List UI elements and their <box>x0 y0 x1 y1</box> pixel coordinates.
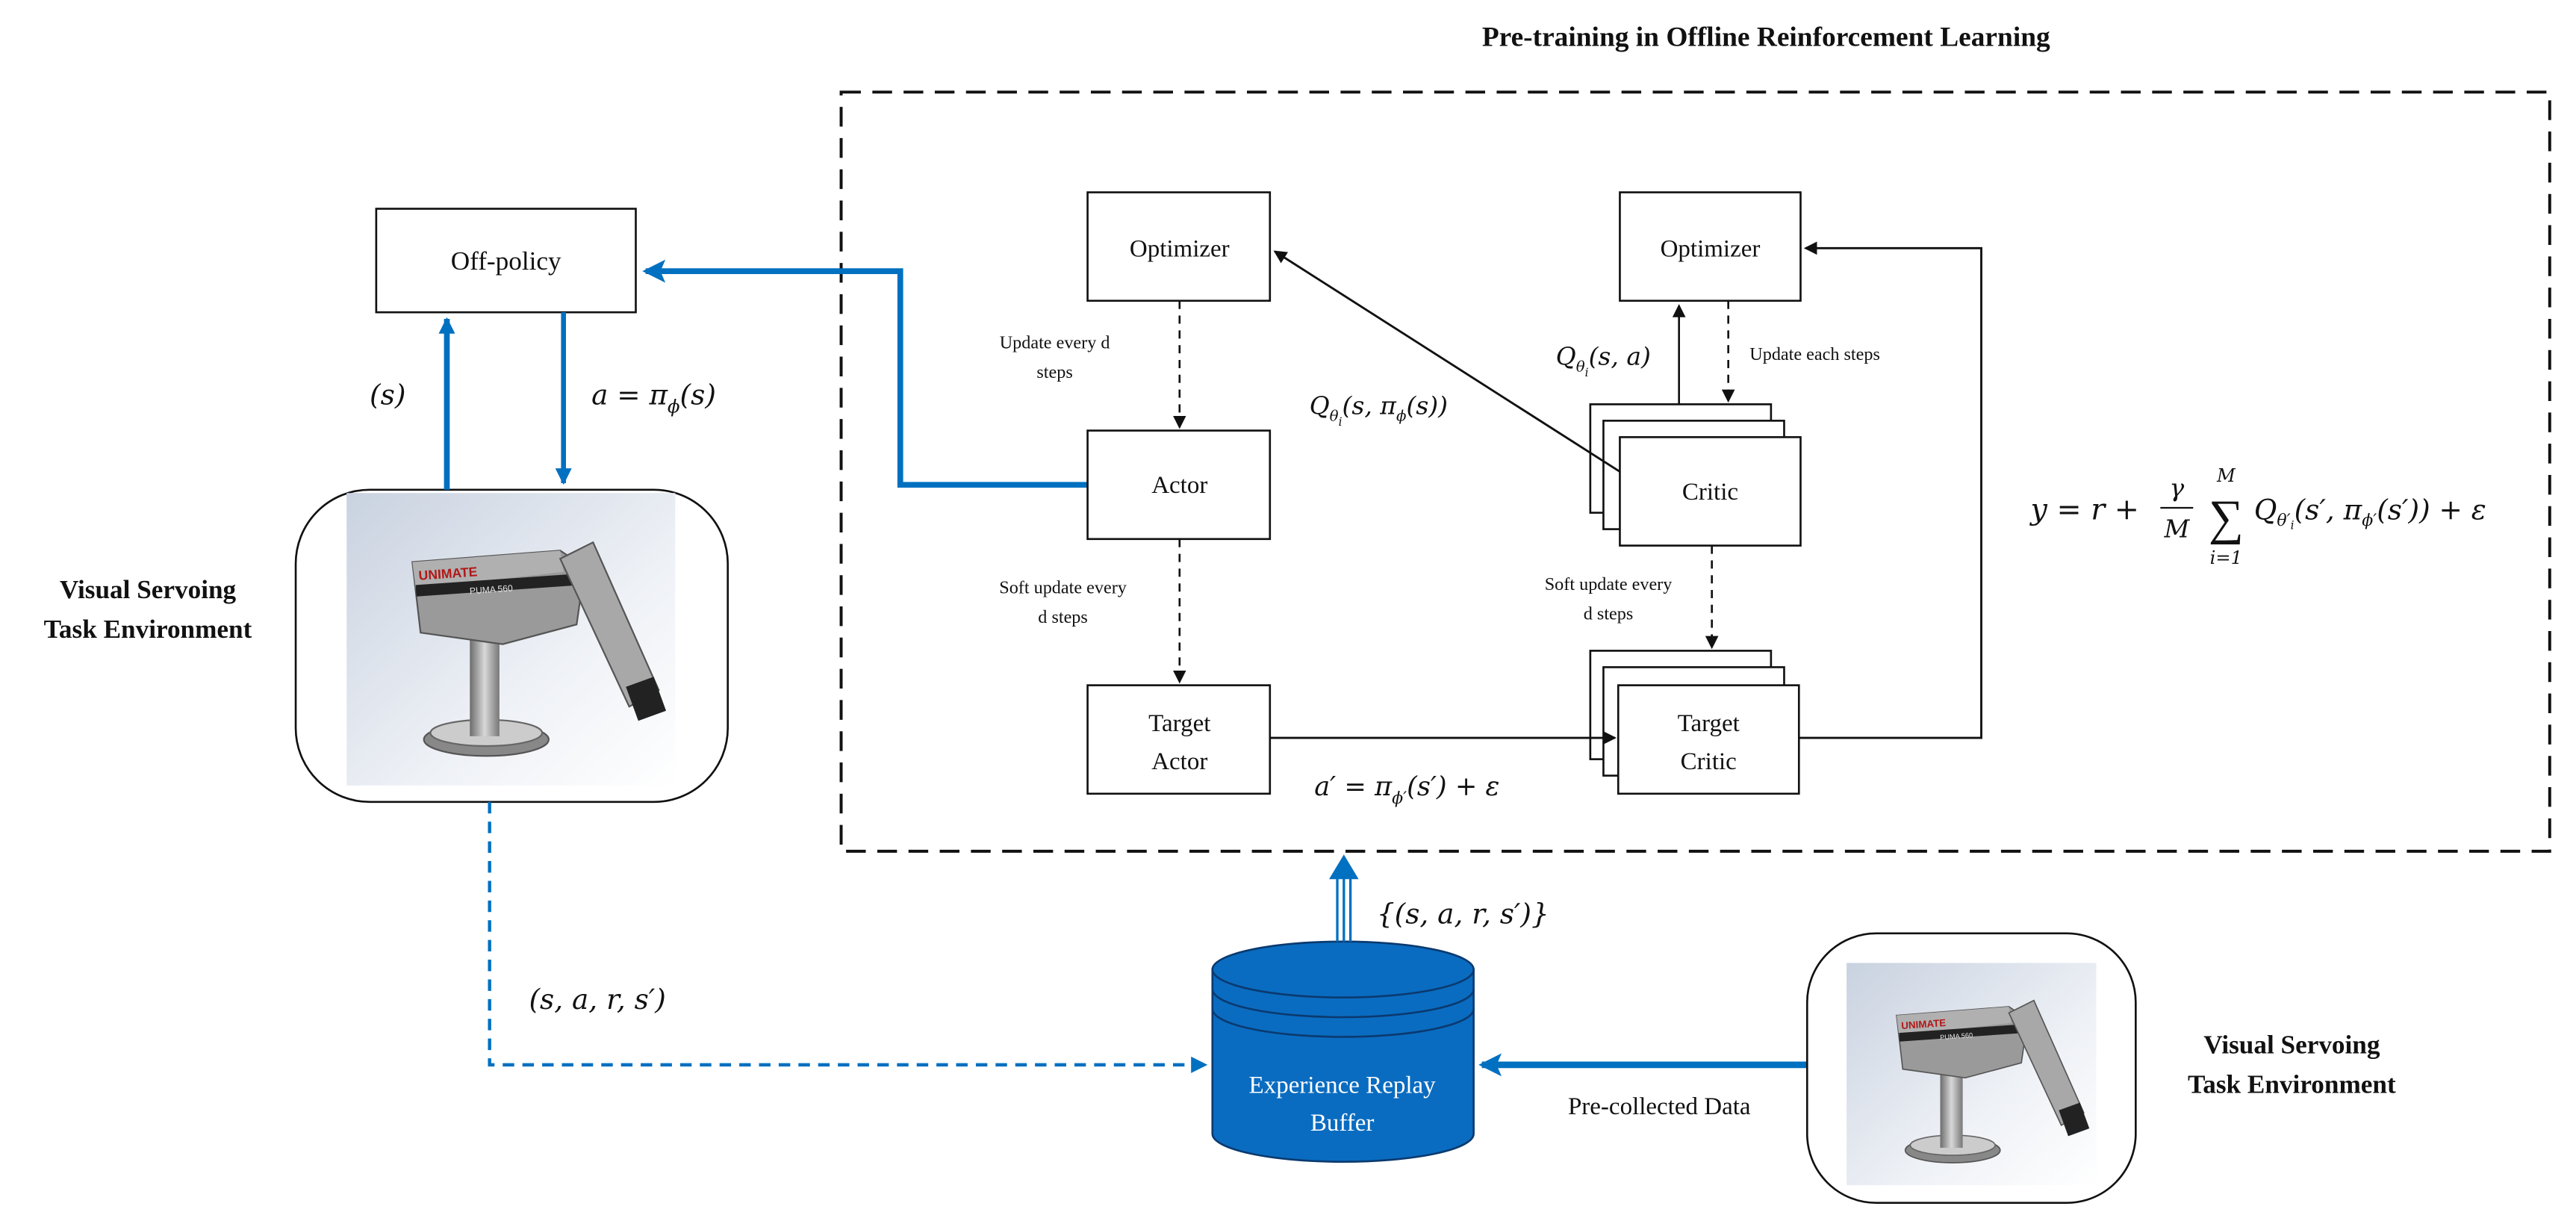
target-action-label: a′ = πϕ′(s′) + ε <box>1314 771 1499 808</box>
pretraining-frame <box>839 90 2551 853</box>
critic-optimizer-label: Optimizer <box>1661 235 1761 262</box>
robot-brand-right: UNIMATE <box>1901 1017 1947 1031</box>
robot-arm-image-left: UNIMATE PUMA 560 <box>346 493 676 786</box>
policy-transfer-arrow <box>642 259 1088 488</box>
action-label: a = πϕ(s) <box>591 378 716 417</box>
off-policy-box[interactable] <box>375 208 637 314</box>
batch-label: {(s, a, r, s′)} <box>1377 898 1549 930</box>
q-actor-label: Qθi(s, πϕ(s)) <box>1310 391 1448 429</box>
target-critic-box[interactable] <box>1617 684 1800 795</box>
critic-optimizer-box[interactable] <box>1619 191 1802 302</box>
svg-text:i=1: i=1 <box>2210 547 2242 568</box>
robot-model-left: PUMA 560 <box>470 582 514 596</box>
transition-label: (s, a, r, s′) <box>529 983 665 1016</box>
actor-optimizer-label: Optimizer <box>1130 235 1230 262</box>
target-actor-box[interactable] <box>1086 684 1272 795</box>
svg-text:M: M <box>2163 515 2190 544</box>
critic-update-label: Update each steps <box>1749 344 1880 364</box>
batch-sample-arrow <box>1329 854 1359 942</box>
state-label: (s) <box>370 378 405 411</box>
svg-text:Qθ′i(s′, πϕ′(s′)) + ε: Qθ′i(s′, πϕ′(s′)) + ε <box>2254 493 2486 532</box>
pre-collected-label: Pre-collected Data <box>1568 1093 1751 1120</box>
actor-optimizer-box[interactable] <box>1086 191 1272 302</box>
q-critic-label: Qθi(s, a) <box>1556 342 1651 379</box>
svg-text:y = r +: y = r + <box>2029 492 2139 526</box>
critic-to-actor-optimizer-arrow <box>1273 250 1621 473</box>
robot-arm-image-right: UNIMATE PUMA 560 <box>1847 963 2097 1186</box>
target-value-formula: y = r + γ M M ∑ i=1 Qθ′i(s′, πϕ′(s′)) + … <box>2029 465 2486 568</box>
critic-label: Critic <box>1682 479 1738 506</box>
actor-label: Actor <box>1151 472 1207 499</box>
svg-text:γ: γ <box>2169 473 2184 503</box>
svg-text:∑: ∑ <box>2209 491 2244 545</box>
robot-model-right: PUMA 560 <box>1940 1031 1973 1041</box>
critic-box[interactable] <box>1619 436 1802 547</box>
transition-arrow <box>488 801 1208 1073</box>
figure-title: Pre-training in Offline Reinforcement Le… <box>1482 22 2050 53</box>
off-policy-label: Off-policy <box>451 246 561 276</box>
svg-text:M: M <box>2216 465 2236 486</box>
target-value-feedback-arrow <box>1799 241 1982 739</box>
